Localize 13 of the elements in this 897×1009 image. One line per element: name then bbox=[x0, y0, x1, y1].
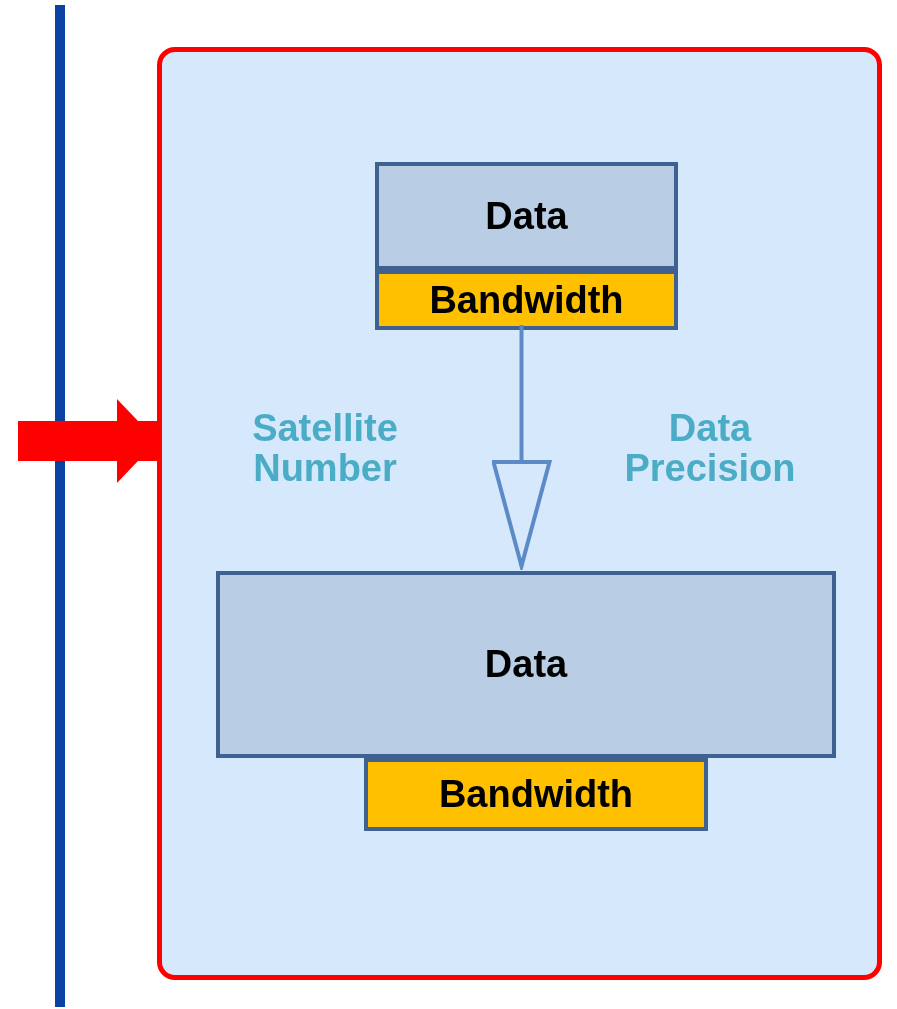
data-box bbox=[375, 162, 678, 270]
bandwidth-box bbox=[375, 270, 678, 330]
box-label: Data bbox=[484, 643, 568, 686]
data-box bbox=[216, 571, 836, 758]
arrow bbox=[491, 325, 552, 568]
annotation-text: Data Precision bbox=[623, 408, 797, 488]
panel-background bbox=[157, 47, 882, 980]
box-label: Data bbox=[485, 194, 568, 238]
box-label: Bandwidth bbox=[429, 278, 624, 322]
annotation-text: Satellite Number bbox=[251, 408, 399, 488]
bandwidth-box bbox=[364, 758, 708, 831]
box-label: Bandwidth bbox=[438, 773, 634, 816]
arrow bbox=[18, 399, 157, 483]
